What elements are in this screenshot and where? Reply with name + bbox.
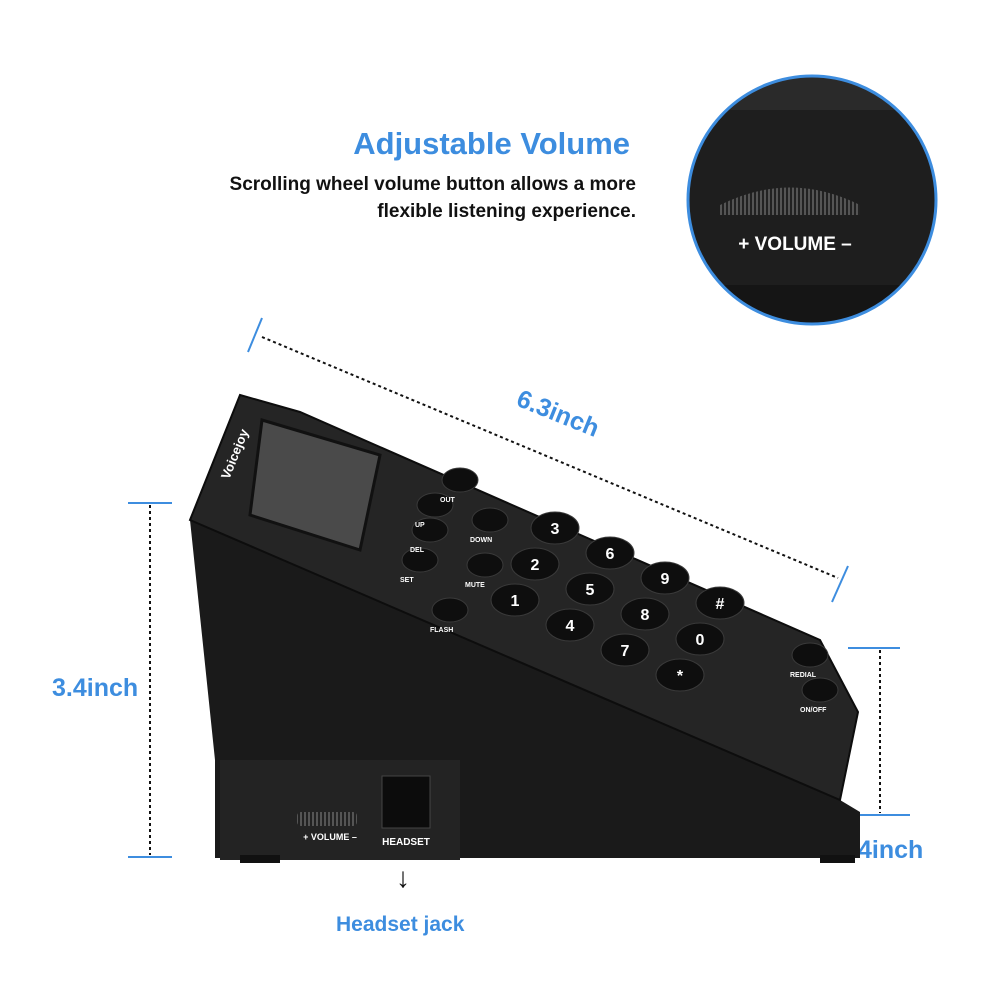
feature-description-line2: flexible listening experience. [377,201,636,222]
key-label: 2 [531,557,540,574]
function-key-label: MUTE [465,582,485,589]
depth-label: 4inch [858,836,923,864]
function-key-on-off[interactable] [801,677,839,703]
volume-wheel[interactable] [297,812,357,826]
inset-border [686,74,938,326]
key-7[interactable] [600,633,650,667]
key-label: 4 [566,618,575,635]
headset-jack-label: Headset jack [336,913,465,936]
feature-title: Adjustable Volume [353,126,630,161]
key-label: 7 [621,643,630,660]
key-label: 8 [641,607,650,624]
lcd-screen [248,418,382,552]
volume-inset: + VOLUME – [686,74,938,326]
key-6[interactable] [585,536,635,570]
function-key-set[interactable] [401,547,439,573]
key-8[interactable] [620,597,670,631]
key-#[interactable] [695,586,745,620]
headset-port[interactable] [381,775,431,829]
key-1[interactable] [490,583,540,617]
height-label: 3.4inch [52,674,138,702]
headset-port-label: HEADSET [382,837,430,848]
keypad-labels: 1 2 3 4 5 6 7 8 9 * 0 # SET MUTE FLASH OUT DOWN UP DEL REDI… [400,497,827,714]
key-label: 5 [586,582,595,599]
length-tick-end [831,565,849,603]
inset-volume-label: + VOLUME – [738,234,852,255]
function-key-label: SET [400,577,414,584]
key-label: 0 [696,632,705,649]
function-key-label: REDIAL [790,672,817,679]
key-label: 3 [551,521,560,538]
key-label: * [677,668,684,685]
key-*[interactable] [655,658,705,692]
function-key-label: OUT [440,497,456,504]
function-key-label: DEL [410,547,425,554]
function-key-out[interactable] [441,467,479,493]
length-dimension-line [261,336,839,579]
function-key-down[interactable] [471,507,509,533]
side-volume-label: + VOLUME – [303,832,357,842]
key-9[interactable] [640,561,690,595]
function-key-label: FLASH [430,627,453,634]
function-key-label: UP [415,522,425,529]
arrow-down-icon: ↓ [396,862,410,893]
function-key-label: ON/OFF [800,707,827,714]
feature-description-line1: Scrolling wheel volume button allows a m… [229,174,636,195]
key-label: # [716,596,725,613]
volume-wheel-icon [720,187,860,215]
key-label: 1 [511,593,520,610]
key-2[interactable] [510,547,560,581]
phone-device: 1 2 3 4 5 6 7 8 9 * 0 # SET MUTE FLASH OUT DOWN UP DEL REDI… [188,393,860,863]
keypad [401,467,839,703]
function-key-del[interactable] [411,517,449,543]
key-label: 9 [661,571,670,588]
function-key-redial[interactable] [791,642,829,668]
key-label: 6 [606,546,615,563]
key-0[interactable] [675,622,725,656]
dimension-lines [128,317,910,858]
function-key-mute[interactable] [466,552,504,578]
function-key-flash[interactable] [431,597,469,623]
length-tick-start [247,317,263,353]
function-key-label: DOWN [470,537,492,544]
length-label: 6.3inch [513,385,603,443]
function-key-up[interactable] [416,492,454,518]
key-4[interactable] [545,608,595,642]
key-3[interactable] [530,511,580,545]
key-5[interactable] [565,572,615,606]
